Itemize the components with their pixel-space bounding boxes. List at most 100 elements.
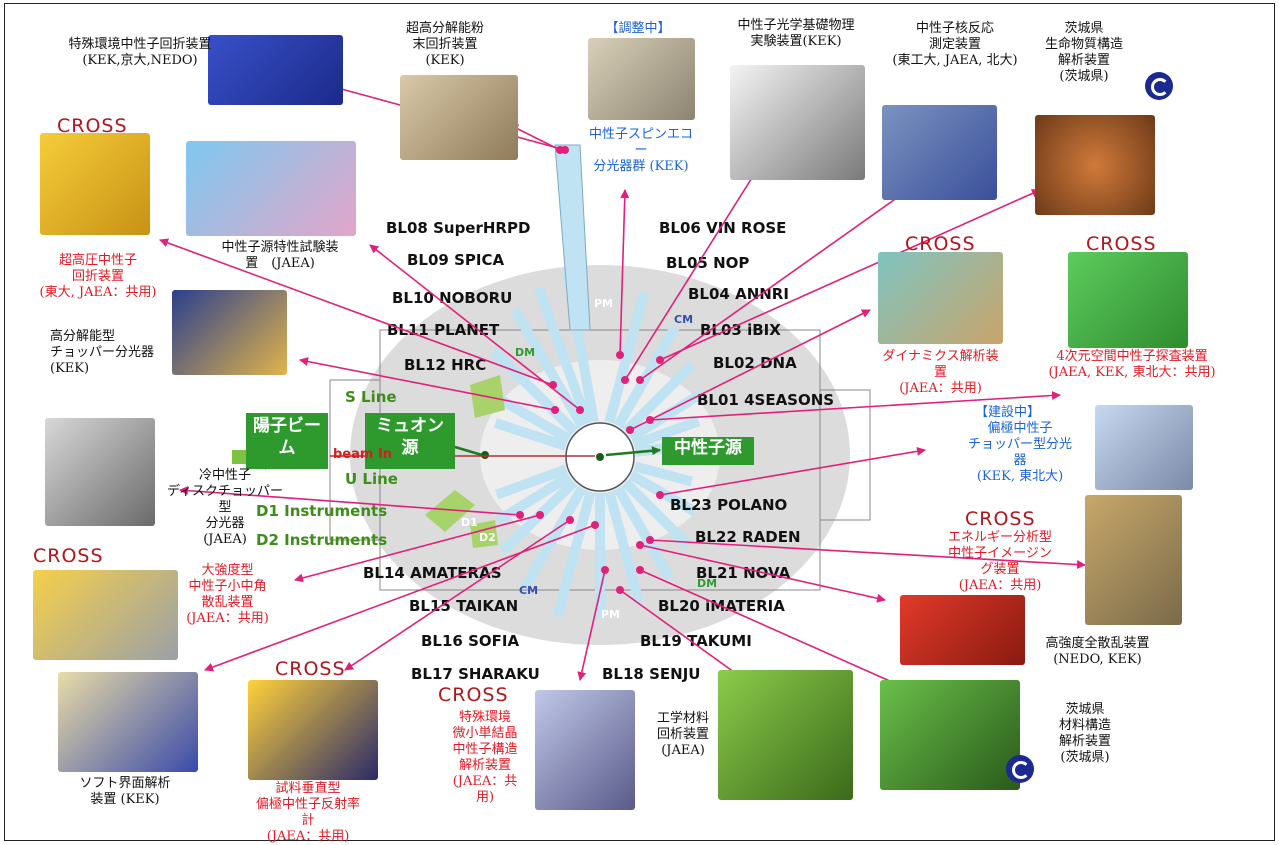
beamline-fan [484,144,705,618]
d2-instruments-label: D2 Instruments [256,531,388,549]
pm-bottom-label: PM [601,608,621,621]
beamline-guide [613,324,680,429]
caption-under-construction: 【建設中】 [974,405,1040,420]
d2-area [470,520,498,548]
instrument-image-reflectometer [248,680,378,780]
leader-arrow [624,164,761,381]
cm-top-label: CM [674,313,694,326]
beamline-marker-dot [601,566,609,574]
muon-source-box: ミュオン 源 [365,413,455,469]
leader-arrow [619,589,746,681]
d1-area [425,490,475,532]
instrument-image-polarized [1095,405,1193,490]
leader-arrow [577,569,606,681]
caption-spin-echo: 中性子スピンエコ ー 分光器群 (KEK) [588,127,693,174]
instrument-image-special-env [208,35,343,105]
instrument-image-superhrpd [400,75,518,160]
instrument-image-high-res-chopper [172,290,287,375]
beamline-label: BL22 RADEN [695,528,801,546]
caption-nuclear: 中性子核反応 測定装置 (東工大, JAEA, 北大) [892,21,1018,68]
caption-total-scattering: 高強度全散乱装置 (NEDO, KEK) [1045,636,1150,667]
beamline-label: BL10 NOBORU [392,289,512,307]
beamline-marker-dot [646,416,654,424]
beamline-guide [613,485,675,581]
beamline-marker-dot [551,406,559,414]
beamline-guide [494,464,568,500]
beamline-label: BL12 HRC [404,356,486,374]
beamline-guide [490,347,579,436]
leader-arrow [294,514,541,583]
beamline-marker-dot [626,426,634,434]
leader-arrow [369,244,581,411]
beamline-guide [493,418,568,451]
target-dot [596,453,604,461]
leader-arrow [629,309,871,431]
beamline-marker-dot [656,491,664,499]
beamline-marker-dot [616,586,624,594]
beamline-label: BL02 DNA [713,354,797,372]
leader-arrow [659,446,926,496]
diagram-frame [4,3,1275,841]
caption-dynamics: ダイナミクス解析装 置 (JAEA：共用) [882,349,999,396]
beamline-guide [621,361,696,436]
beamline-guide [533,286,593,425]
beamline-guide [552,490,596,618]
leader-arrow [649,539,1086,570]
cm-bottom-label: CM [519,584,539,597]
instrument-image-total-scattering [900,595,1025,665]
beamline-marker-dot [566,516,574,524]
instrument-image-ibaraki-bio [1035,115,1155,215]
beamline-guide [621,478,692,549]
leader-arrow [659,189,1041,361]
instrument-image-small-angle [33,570,178,660]
neutron-source-box: 中性子源 [662,437,754,465]
leader-arrow [159,238,554,386]
instrument-image-engineering [718,670,853,800]
pm-top-label: PM [594,297,614,310]
leader-arrows [159,72,1086,691]
instrument-image-4d [1068,252,1188,348]
beamline-marker-dot [636,376,644,384]
leader-arrow [179,486,521,516]
caption-small-angle: 大強度型 中性子小中角 散乱装置 (JAEA：共用) [186,563,269,626]
beamline-guide [495,471,573,525]
caption-fundamental: 中性子光学基礎物理 実験装置(KEK) [737,18,855,49]
d1-label: D1 [461,516,478,529]
caption-superhrpd: 超高分解能粉 末回折装置 (KEK) [405,21,484,68]
leader-arrow [639,544,886,603]
instrument-image-high-pressure [40,133,150,235]
beamline-label: BL14 AMATERAS [363,564,502,582]
d1-instruments-label: D1 Instruments [256,502,388,520]
beamline-label: BL18 SENJU [602,665,700,683]
beamline-marker-dot [516,511,524,519]
leader-arrow [509,124,561,151]
beamline-label: BL23 POLANO [670,496,787,514]
ibaraki-logo-icon [1145,72,1173,100]
caption-high-res-chopper: 高分解能型 チョッパー分光器 (KEK) [50,329,155,376]
instrument-image-ibaraki-materials [880,680,1020,790]
muon-arrow [454,445,483,457]
caption-source-char: 中性子源特性試験装 置 (JAEA) [221,240,339,271]
instrument-image-soft-interface [58,672,198,772]
caption-engineering: 工学材料 回析装置 (JAEA) [656,711,709,758]
beamline-marker-dot [656,356,664,364]
u-line-label: U Line [345,470,398,488]
beamline-label: BL03 iBIX [700,321,781,339]
beamline-label: BL05 NOP [666,254,749,272]
beamline-label: BL16 SOFIA [421,632,519,650]
beamline-label: BL09 SPICA [407,251,504,269]
instrument-image-cold-disk [45,418,155,526]
beamline-marker-dot [576,406,584,414]
instrument-image-spin-echo [588,38,695,120]
caption-single-crystal: 特殊環境 微小単結晶 中性子構造 解析装置 (JAEA：共 用) [452,710,518,805]
beamline-label: BL01 4SEASONS [697,391,834,409]
cross-logo-single-crystal: CROSS [438,684,509,706]
beamline-marker-dot [591,521,599,529]
spin-echo-guide [554,144,591,331]
instrument-image-single-crystal [535,690,635,810]
beamline-label: BL19 TAKUMI [640,632,752,650]
caption-cold-disk: 冷中性子 ディスクチョッパー 型 分光器 (JAEA) [166,468,284,547]
